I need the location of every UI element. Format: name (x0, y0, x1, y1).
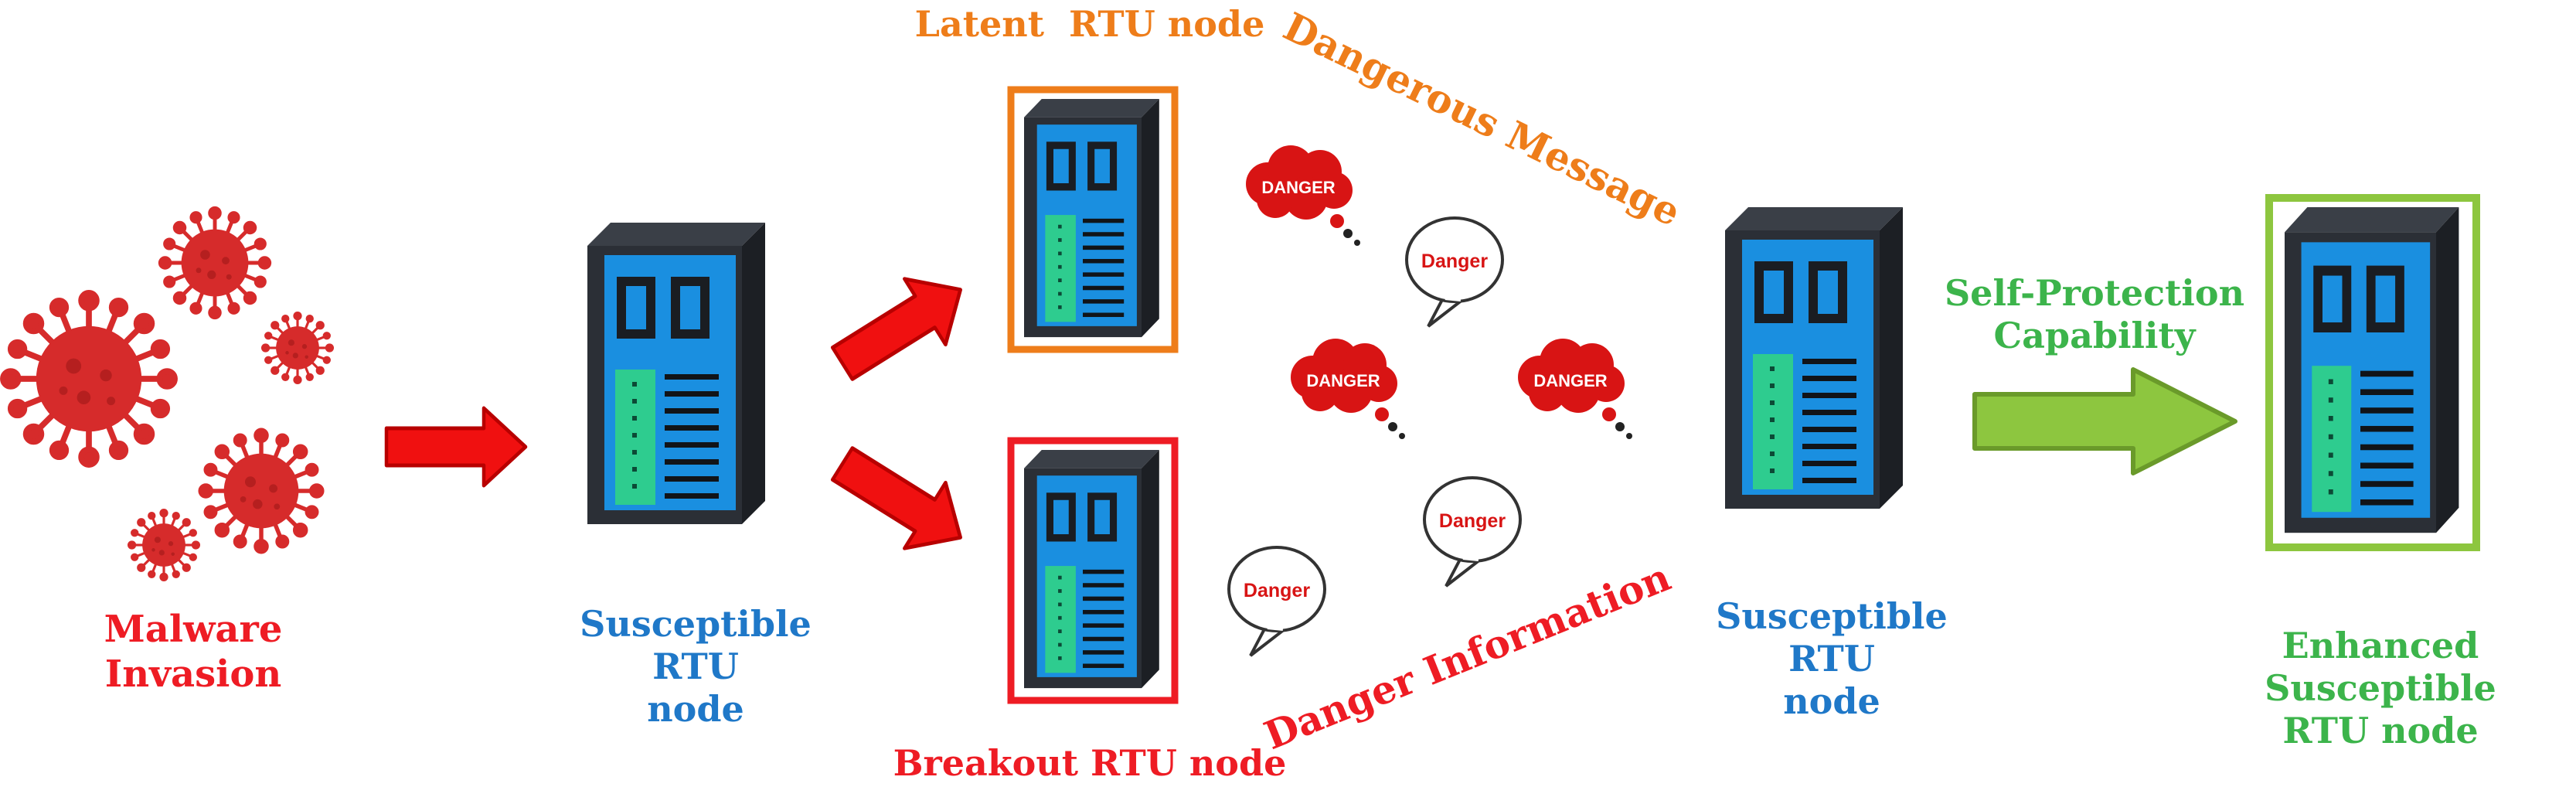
virus-icon (160, 208, 269, 317)
danger-speech-bubble: Danger (1407, 218, 1502, 326)
malware-virus-cluster (3, 208, 335, 582)
to-breakout-arrow (822, 431, 982, 571)
latent-node-frame (1007, 86, 1179, 353)
to-latent-arrow (822, 257, 982, 396)
malware-invasion-label: Malware Invasion (104, 608, 283, 696)
latent-server-icon (1024, 99, 1159, 338)
self-protection-label: Self-Protection Capability (1932, 272, 2257, 357)
susceptible-server-icon (587, 223, 765, 524)
speech-danger-text: Danger (1421, 250, 1488, 272)
enhanced-node-frame (2265, 194, 2480, 551)
speech-bubble-icon (1407, 218, 1502, 326)
cloud-danger-text: DANGER (1533, 371, 1607, 390)
latent-node-label: Latent RTU node (914, 3, 1265, 45)
susceptible-left-line1: Susceptible RTU (580, 603, 812, 688)
enhanced-line2: RTU node (2282, 710, 2479, 752)
speech-danger-text: Danger (1439, 510, 1506, 532)
breakout-node-label: Breakout RTU node (893, 742, 1287, 784)
self-protection-arrow (1972, 367, 2237, 475)
enhanced-node-label: Enhanced Susceptible RTU node (2187, 625, 2574, 753)
danger-cloud-bubble: DANGER (1246, 145, 1360, 246)
self-protection-line2: Capability (1993, 315, 2196, 357)
susceptible-server-right-icon (1725, 207, 1903, 509)
cloud-danger-text: DANGER (1306, 371, 1380, 390)
danger-cloud-bubble: DANGER (1291, 339, 1405, 439)
danger-speech-bubble: Danger (1424, 478, 1520, 586)
danger-cloud-bubble: DANGER (1518, 339, 1632, 439)
breakout-server-icon (1024, 450, 1159, 689)
virus-icon (200, 430, 322, 552)
speech-danger-text: Danger (1244, 580, 1310, 601)
speech-bubble-icon (1229, 547, 1325, 656)
danger-speech-bubble: Danger (1229, 547, 1325, 656)
susceptible-right-label: Susceptible RTU node (1669, 595, 1994, 724)
susceptible-left-label: Susceptible RTU node (533, 603, 858, 731)
susceptible-left-line2: node (647, 688, 744, 731)
invasion-arrow (386, 408, 526, 485)
self-protection-line1: Self-Protection (1944, 272, 2245, 314)
enhanced-line1: Enhanced Susceptible (2265, 625, 2496, 710)
susceptible-right-line1: Susceptible RTU (1716, 595, 1948, 680)
breakout-node-frame (1007, 437, 1179, 704)
susceptible-right-line2: node (1783, 680, 1880, 723)
virus-icon (260, 311, 335, 385)
cloud-danger-text: DANGER (1261, 178, 1335, 197)
virus-icon (127, 508, 201, 582)
speech-bubble-icon (1424, 478, 1520, 586)
enhanced-server-icon (2285, 207, 2459, 533)
virus-icon (3, 293, 175, 465)
